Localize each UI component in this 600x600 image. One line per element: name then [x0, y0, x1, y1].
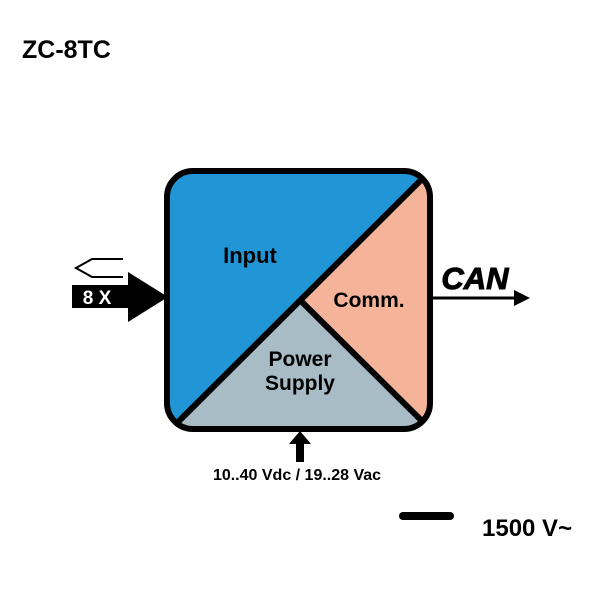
- comm-label: Comm.: [333, 289, 404, 312]
- input-count-label: 8 X: [83, 288, 112, 309]
- input-label: Input: [223, 243, 277, 268]
- isolation-bar-icon: [399, 512, 454, 520]
- divider-diagonal: [167, 171, 430, 429]
- divider-comm-power: [297, 297, 430, 429]
- power-supply-region: [167, 300, 430, 429]
- power-label-line1: Power: [268, 348, 331, 371]
- module-block: [167, 171, 430, 429]
- input-arrow-icon: [72, 272, 168, 322]
- supply-spec-label: 10..40 Vdc / 19..28 Vac: [213, 467, 381, 484]
- thermocouple-icon: [73, 258, 123, 278]
- product-title: ZC-8TC: [22, 36, 111, 64]
- power-label-line2: Supply: [265, 372, 335, 395]
- output-arrow-icon: [514, 290, 530, 306]
- module-outline: [164, 168, 433, 432]
- can-label: CAN: [441, 261, 509, 296]
- comm-region: [300, 171, 430, 429]
- supply-arrow-icon: [289, 431, 311, 462]
- isolation-label: 1500 V~: [482, 515, 572, 542]
